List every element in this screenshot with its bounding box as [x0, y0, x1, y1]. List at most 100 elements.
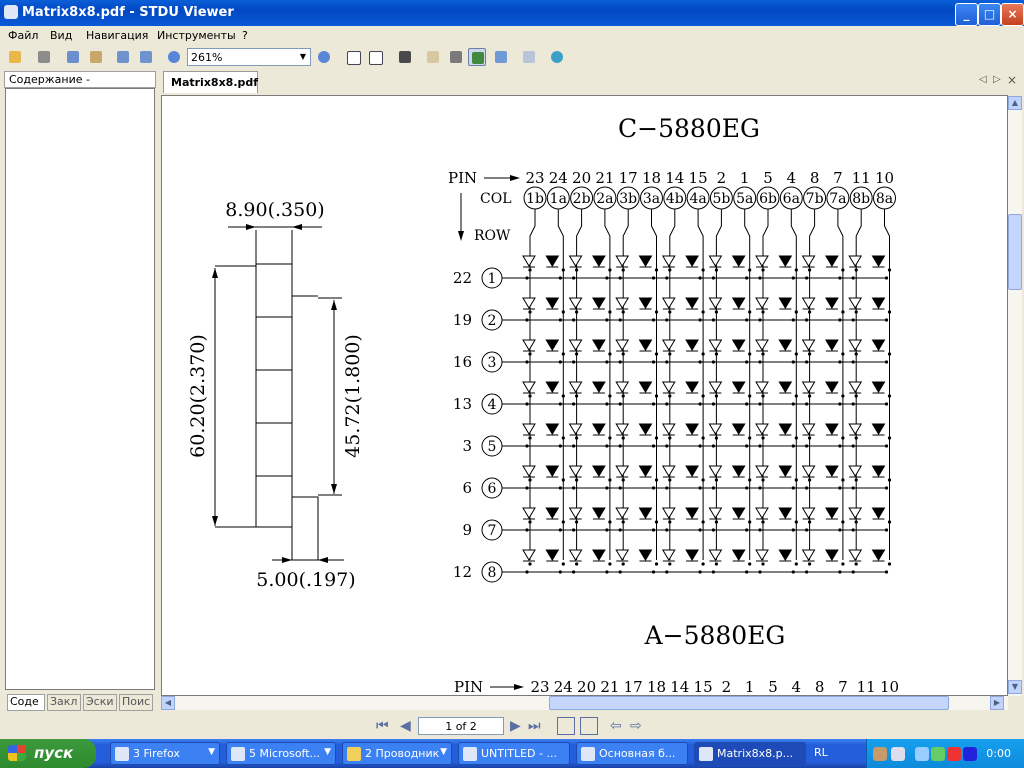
rotate-left-button[interactable]	[114, 48, 132, 66]
maximize-button[interactable]: □	[978, 3, 1001, 26]
vertical-scroll-thumb[interactable]	[1008, 214, 1022, 290]
menu-tools[interactable]: Инструменты	[157, 29, 236, 42]
junction-dot	[851, 276, 855, 280]
export-image-button[interactable]	[64, 48, 82, 66]
scroll-left-button[interactable]: ◀	[161, 696, 175, 710]
row-pin-number: 12	[453, 563, 472, 581]
taskbar-main[interactable]: Основная б...	[576, 742, 688, 765]
back-icon[interactable]: ⇦	[610, 718, 622, 734]
scroll-up-button[interactable]: ▲	[1008, 96, 1022, 110]
junction-dot	[761, 352, 765, 356]
tray-monitor-icon[interactable]	[891, 747, 905, 761]
junction-dot	[665, 360, 669, 364]
tab-prev-icon[interactable]: ◁	[979, 74, 987, 85]
web-button[interactable]	[548, 48, 566, 66]
last-page-icon[interactable]: ⏭	[528, 718, 541, 734]
vertical-scrollbar[interactable]: ▲ ▼	[1008, 96, 1022, 696]
menu-view[interactable]: Вид	[50, 29, 73, 42]
tab-contents[interactable]: Соде	[7, 694, 45, 711]
fit-width-button[interactable]	[366, 48, 384, 66]
pin-number-top: 17	[619, 169, 638, 187]
chevron-down-icon: ▼	[208, 747, 215, 757]
toolbar: 261% ▼	[0, 46, 1024, 70]
hand-tool-button[interactable]	[424, 48, 442, 66]
binoculars-icon	[399, 51, 411, 63]
first-page-icon[interactable]: ⏮	[376, 718, 389, 734]
forward-icon[interactable]: ⇨	[630, 718, 642, 734]
zoom-in-button[interactable]	[315, 48, 333, 66]
print-button[interactable]	[35, 48, 53, 66]
taskbar-untitled[interactable]: UNTITLED - ...	[458, 742, 570, 765]
tab-next-icon[interactable]: ▷	[993, 74, 1001, 85]
page-number-input[interactable]: 1 of 2	[418, 717, 504, 735]
tray-gear-icon[interactable]	[931, 747, 945, 761]
junction-dot	[758, 318, 762, 322]
pin-number-top: 20	[572, 169, 591, 187]
minimize-button[interactable]: _	[955, 3, 978, 26]
junction-dot	[665, 276, 669, 280]
next-page-icon[interactable]: ▶	[510, 718, 521, 734]
junction-dot	[528, 562, 532, 566]
tray-app-icon[interactable]	[873, 747, 887, 761]
junction-dot	[608, 436, 612, 440]
tray-antivirus-icon[interactable]	[947, 747, 961, 761]
snapshot-button[interactable]	[468, 48, 486, 66]
pin-number-bottom: 14	[670, 678, 689, 696]
menu-file[interactable]: Файл	[8, 29, 39, 42]
menu-navigation[interactable]: Навигация	[86, 29, 149, 42]
col-label: 7a	[829, 191, 846, 207]
taskbar-explorer[interactable]: 2 Проводник▼	[342, 742, 452, 765]
document-view[interactable]: C−5880EG A−5880EG	[161, 95, 1008, 696]
taskbar-stdu[interactable]: Matrix8x8.p...	[694, 742, 806, 765]
junction-dot	[525, 528, 529, 532]
multi-page-view-icon[interactable]	[580, 717, 598, 735]
junction-dot	[572, 486, 576, 490]
zoom-select[interactable]: 261% ▼	[187, 48, 311, 66]
rotate-right-button[interactable]	[137, 48, 155, 66]
taskbar-firefox[interactable]: 3 Firefox▼	[110, 742, 220, 765]
language-indicator[interactable]: RL	[814, 746, 828, 759]
pin-number-bottom: 24	[554, 678, 573, 696]
menu-help[interactable]: ?	[242, 29, 248, 42]
copy-button[interactable]	[520, 48, 538, 66]
tab-close-icon[interactable]: ×	[1007, 73, 1018, 87]
tab-search[interactable]: Поис	[119, 694, 153, 711]
tray-media-icon[interactable]	[963, 747, 977, 761]
export-text-button[interactable]	[87, 48, 105, 66]
open-button[interactable]	[6, 48, 24, 66]
led-diode	[522, 507, 536, 519]
horizontal-scroll-thumb[interactable]	[549, 696, 949, 710]
zoom-out-button[interactable]	[165, 48, 183, 66]
start-button[interactable]: пуск	[0, 739, 96, 768]
single-page-view-icon[interactable]	[557, 717, 575, 735]
junction-dot	[668, 562, 672, 566]
scroll-right-button[interactable]: ▶	[990, 696, 1004, 710]
fit-page-button[interactable]	[344, 48, 362, 66]
zoom-in-icon	[318, 51, 330, 63]
tab-bookmarks[interactable]: Закл	[47, 694, 81, 711]
edit-icon	[90, 51, 102, 63]
scroll-down-button[interactable]: ▼	[1008, 680, 1022, 694]
tab-thumbnails[interactable]: Эски	[83, 694, 117, 711]
find-button[interactable]	[396, 48, 414, 66]
text-select-button[interactable]	[447, 48, 465, 66]
zoom-tool-button[interactable]	[492, 48, 510, 66]
taskbar-word[interactable]: 5 Microsoft...▼	[226, 742, 336, 765]
row-pin-number: 9	[462, 521, 472, 539]
contents-panel[interactable]	[5, 88, 155, 690]
contents-tab[interactable]: Содержание - Matrix8x8.pdf	[4, 71, 156, 99]
led-diode	[871, 465, 886, 477]
junction-dot	[838, 360, 842, 364]
close-button[interactable]: ×	[1001, 3, 1024, 26]
led-diode	[708, 297, 723, 309]
junction-dot	[791, 402, 795, 406]
tray-network-icon[interactable]	[915, 747, 929, 761]
junction-dot	[561, 520, 565, 524]
document-tab[interactable]: Matrix8x8.pdf	[163, 71, 258, 93]
junction-dot	[654, 562, 659, 566]
junction-dot	[714, 310, 719, 314]
prev-page-icon[interactable]: ◀	[400, 718, 411, 734]
junction-dot	[668, 394, 672, 398]
horizontal-scrollbar[interactable]: ◀ ▶	[161, 696, 1008, 710]
junction-dot	[794, 478, 798, 482]
